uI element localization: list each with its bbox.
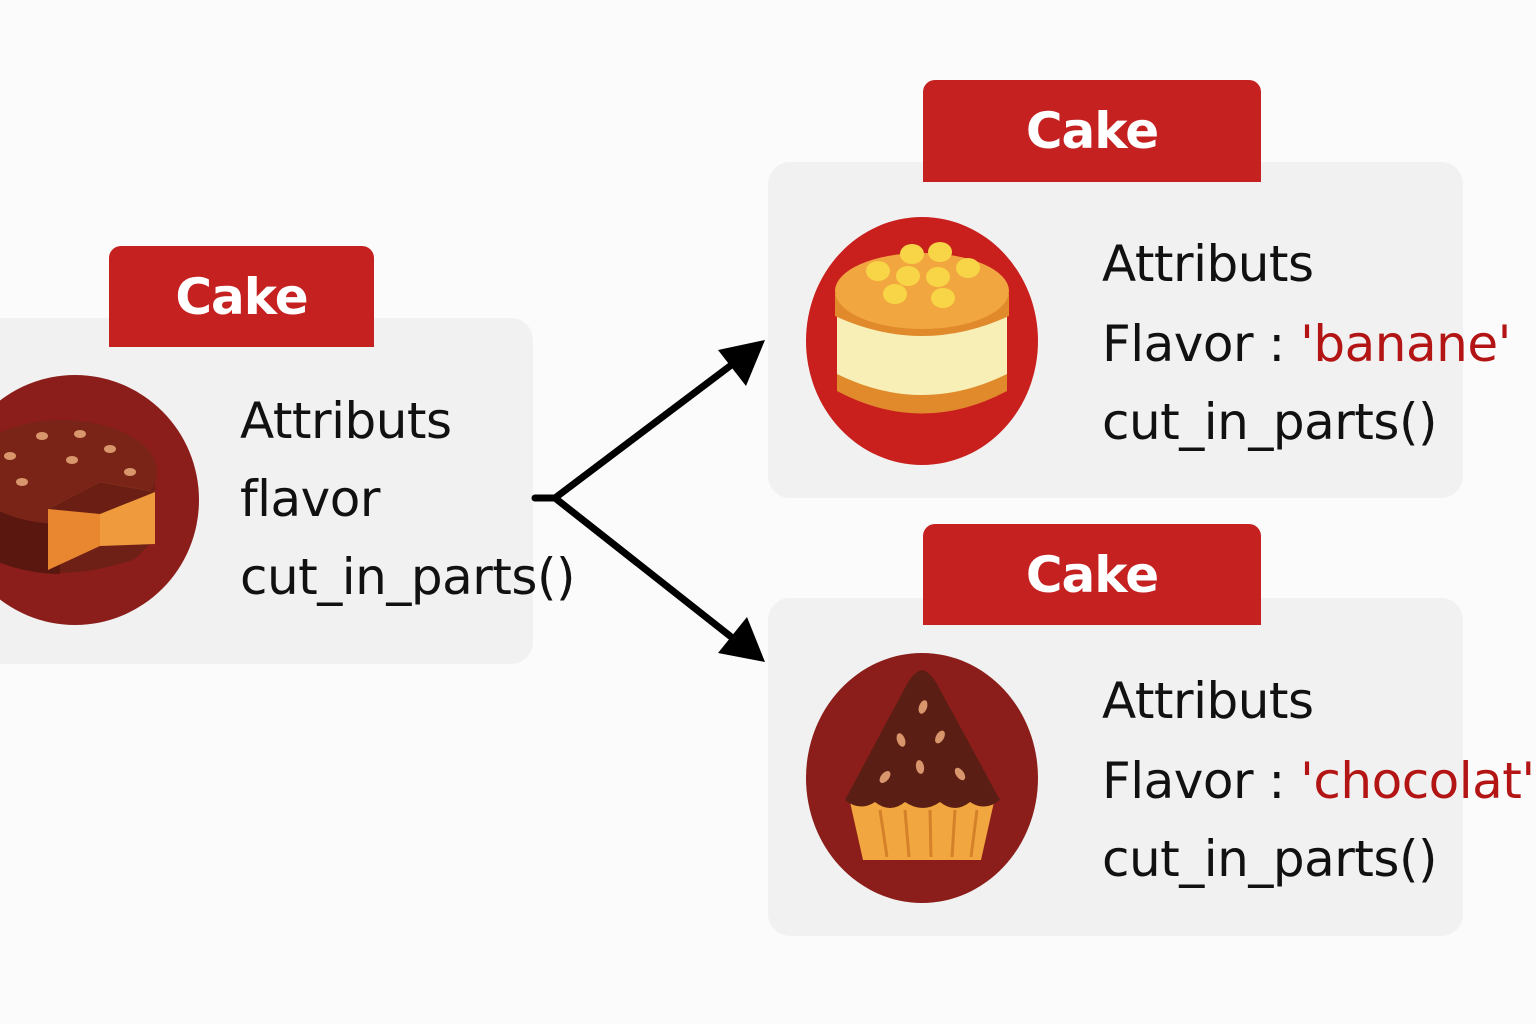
attribute-flavor: Flavor : 'banane' xyxy=(1102,319,1511,369)
instance-members-chocolat: Attributs Flavor : 'chocolat' cut_in_par… xyxy=(1102,672,1535,896)
attributes-heading: Attributs xyxy=(240,392,452,450)
instance-members-banane: Attributs Flavor : 'banane' cut_in_parts… xyxy=(1102,235,1511,459)
attribute-flavor: Flavor : 'chocolat' xyxy=(1102,756,1535,806)
chocolate-cake-icon xyxy=(0,375,199,625)
attribute-label: Flavor : xyxy=(1102,752,1301,810)
instance-title-tab-banane: Cake xyxy=(923,80,1261,182)
base-class-title-tab: Cake xyxy=(109,246,374,347)
arrowhead-bottom xyxy=(718,617,765,662)
attributes-heading: Attributs xyxy=(1102,672,1314,730)
attribute-label: Flavor : xyxy=(1102,315,1301,373)
method-cut-in-parts: cut_in_parts() xyxy=(1102,830,1437,888)
arrow-to-chocolate-instance xyxy=(551,494,734,640)
arrowhead-top xyxy=(718,340,765,386)
attributes-heading: Attributs xyxy=(1102,235,1314,293)
arrow-to-banana-instance xyxy=(551,362,734,502)
base-class-members: Attributs flavor cut_in_parts() xyxy=(240,392,575,616)
attribute-value: 'banane' xyxy=(1300,315,1511,373)
method-cut-in-parts: cut_in_parts() xyxy=(1102,393,1437,451)
instance-title-tab-chocolat: Cake xyxy=(923,524,1261,625)
chocolate-slice-icon xyxy=(806,653,1038,903)
method-cut-in-parts: cut_in_parts() xyxy=(240,548,575,606)
attribute-value: 'chocolat' xyxy=(1300,752,1535,810)
banana-cake-icon xyxy=(806,217,1038,465)
attribute-flavor: flavor xyxy=(240,470,380,528)
